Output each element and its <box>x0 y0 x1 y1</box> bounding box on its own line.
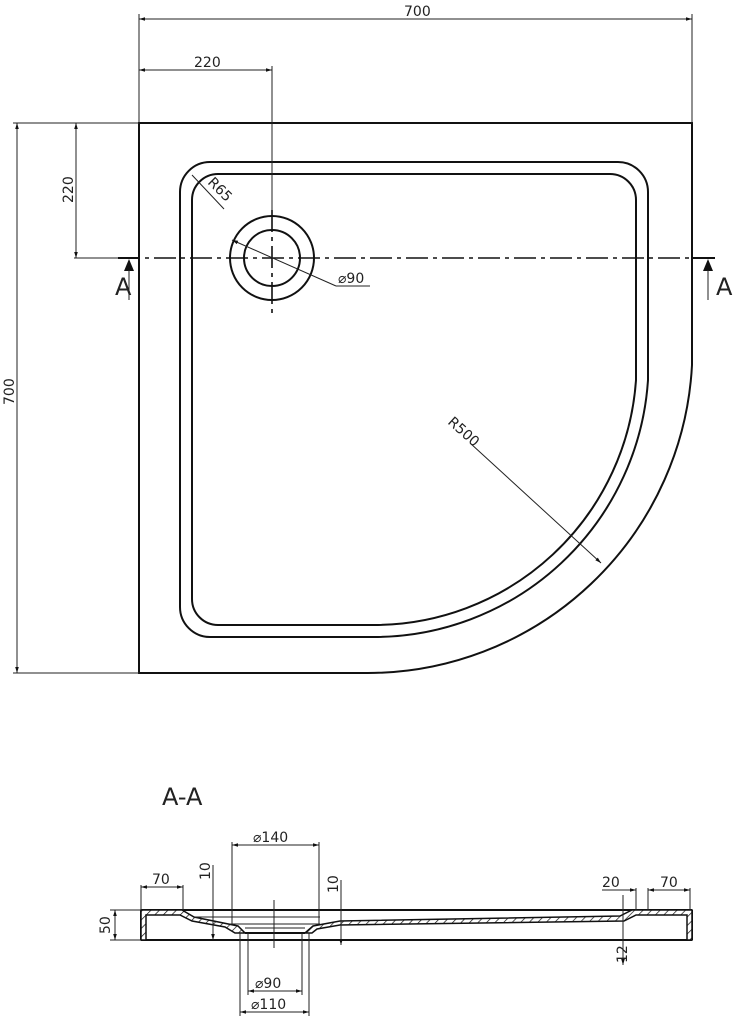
basin-inner-line <box>191 173 637 627</box>
leader-r500 <box>469 442 602 564</box>
dim-width-label: 700 <box>404 4 431 20</box>
dim-right-rim-label: 70 <box>660 875 678 891</box>
dim-corner-radius-label: R65 <box>204 175 235 206</box>
basin-outer-line <box>179 161 649 639</box>
dim-right-slope-label: 20 <box>602 875 620 891</box>
dim-drain-x-label: 220 <box>194 55 221 71</box>
section-arrow-right-icon <box>703 259 713 271</box>
section-shell-right <box>303 909 693 941</box>
section-shell-left <box>140 909 247 941</box>
section-title: A-A <box>162 783 203 811</box>
dim-left-rim-label: 70 <box>152 872 170 888</box>
dim-drain-depth-left-label: 10 <box>198 862 214 880</box>
dim-floor-thickness-label: 12 <box>615 945 631 963</box>
tray-outer-outline <box>138 122 693 675</box>
plan-view: 700 220 700 220 A A R65 ⌀90 R500 <box>2 4 733 675</box>
dim-drain-diameter-label: ⌀90 <box>338 271 364 287</box>
dim-drain-hole-label: ⌀90 <box>255 976 281 992</box>
dim-flange-diameter-label: ⌀140 <box>253 830 288 846</box>
section-marker-left: A <box>115 273 132 301</box>
dim-drain-y-label: 220 <box>61 176 77 203</box>
dim-depth-label: 700 <box>2 378 18 405</box>
section-marker-right: A <box>716 273 733 301</box>
dim-drain-outer-label: ⌀110 <box>251 997 286 1013</box>
leader-drain-diameter <box>231 239 337 287</box>
section-view: A-A 50 70 10 ⌀140 <box>98 783 693 1016</box>
dim-front-radius-label: R500 <box>444 414 482 450</box>
leader-r65 <box>191 174 225 210</box>
dim-height-label: 50 <box>98 916 114 934</box>
section-arrow-left-icon <box>124 259 134 271</box>
dim-drain-depth-right-label: 10 <box>326 875 342 893</box>
